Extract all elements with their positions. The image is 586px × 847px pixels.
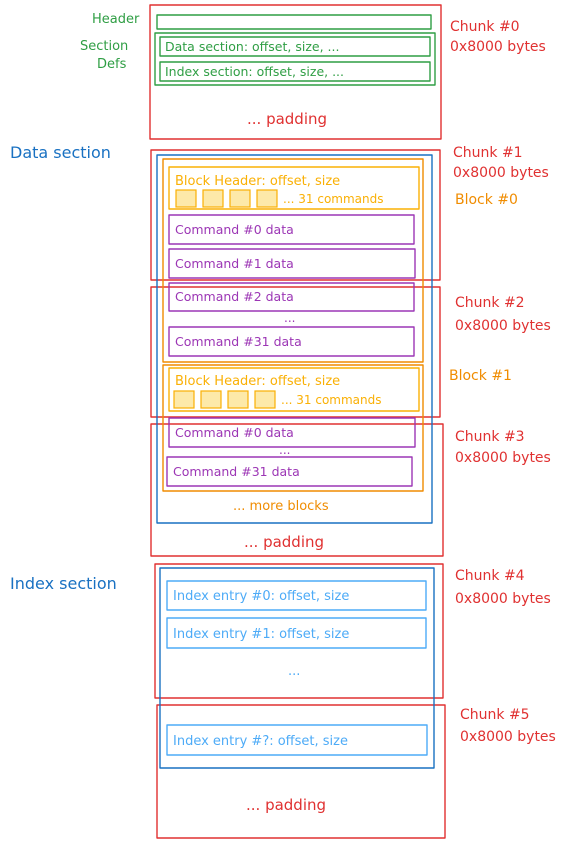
b1-command-0-text: Command #0 data: [175, 425, 294, 440]
command-square: [173, 390, 195, 409]
block-1-box: [162, 364, 424, 492]
chunk-2-box: [150, 286, 441, 418]
block-1-header-text: Block Header: offset, size: [175, 374, 340, 389]
chunk-0-title: Chunk #0: [450, 19, 520, 35]
b0-command-2-text: Command #2 data: [175, 289, 294, 304]
chunk-1-box: [150, 149, 441, 281]
chunk-5-box: [156, 704, 446, 839]
data-section-box: [156, 154, 433, 524]
chunk-5-size: 0x8000 bytes: [460, 729, 556, 745]
index-entry-0-box: [166, 580, 427, 611]
header-box: [156, 14, 432, 30]
chunk-4-box: [154, 563, 444, 699]
command-square: [202, 189, 224, 208]
index-section-def-box: [159, 61, 431, 82]
chunk-3-size: 0x8000 bytes: [455, 450, 551, 466]
index-section-box: [159, 567, 435, 769]
command-square: [227, 390, 249, 409]
block-0-commands-note: ... 31 commands: [283, 192, 384, 206]
command-square: [256, 189, 278, 208]
data-section-def-box: [159, 36, 431, 57]
b0-command-1-box: [168, 248, 416, 279]
chunk-0-size: 0x8000 bytes: [450, 39, 546, 55]
data-section-def-text: Data section: offset, size, ...: [165, 39, 339, 54]
chunk-3-box: [150, 423, 444, 557]
command-square: [254, 390, 276, 409]
b0-command-0-text: Command #0 data: [175, 222, 294, 237]
final-padding-text: ... padding: [246, 796, 326, 814]
chunk-0-box: [149, 4, 442, 140]
chunk-2-title: Chunk #2: [455, 295, 525, 311]
index-section-label: Index section: [10, 574, 117, 593]
index-entry-last-box: [166, 724, 428, 756]
block-0-command-squares: [175, 189, 278, 208]
block-0-label: Block #0: [455, 192, 518, 208]
chunk-5-title: Chunk #5: [460, 707, 530, 723]
b0-command-31-box: [168, 326, 415, 357]
chunk-2-size: 0x8000 bytes: [455, 318, 551, 334]
data-padding-text: ... padding: [244, 533, 324, 551]
block-1-commands-note: ... 31 commands: [281, 393, 382, 407]
index-entry-1-box: [166, 617, 427, 649]
block-1-command-squares: [173, 390, 276, 409]
data-section-label: Data section: [10, 143, 111, 162]
section-defs-label-line1: Section: [80, 39, 128, 54]
b0-command-31-text: Command #31 data: [175, 334, 302, 349]
chunk-4-title: Chunk #4: [455, 568, 525, 584]
block-0-header-text: Block Header: offset, size: [175, 174, 340, 189]
block-1-header-box: [168, 367, 420, 412]
block-0-header-box: [168, 166, 420, 210]
more-blocks-text: ... more blocks: [233, 499, 329, 514]
b0-commands-ellipsis: ...: [284, 311, 295, 325]
block-1-label: Block #1: [449, 368, 512, 384]
index-entry-0-text: Index entry #0: offset, size: [173, 589, 349, 604]
b1-command-31-box: [166, 456, 413, 487]
command-square: [175, 189, 197, 208]
index-section-def-text: Index section: offset, size, ...: [165, 64, 344, 79]
index-entry-last-text: Index entry #?: offset, size: [173, 734, 348, 749]
section-defs-box: [154, 32, 436, 86]
command-square: [229, 189, 251, 208]
b1-command-31-text: Command #31 data: [173, 464, 300, 479]
command-square: [200, 390, 222, 409]
index-entries-ellipsis: ...: [288, 664, 300, 679]
b0-command-0-box: [168, 214, 415, 245]
chunk-0-padding: ... padding: [247, 110, 327, 128]
chunk-4-size: 0x8000 bytes: [455, 591, 551, 607]
chunk-1-title: Chunk #1: [453, 145, 523, 161]
b0-command-2-box: [168, 282, 415, 312]
b1-commands-ellipsis: ...: [279, 443, 290, 457]
index-entry-1-text: Index entry #1: offset, size: [173, 627, 349, 642]
section-defs-label-line2: Defs: [97, 57, 127, 72]
chunk-1-size: 0x8000 bytes: [453, 165, 549, 181]
block-0-box: [162, 158, 424, 363]
b0-command-1-text: Command #1 data: [175, 256, 294, 271]
chunk-3-title: Chunk #3: [455, 429, 525, 445]
b1-command-0-box: [168, 417, 416, 448]
header-label: Header: [92, 12, 140, 27]
